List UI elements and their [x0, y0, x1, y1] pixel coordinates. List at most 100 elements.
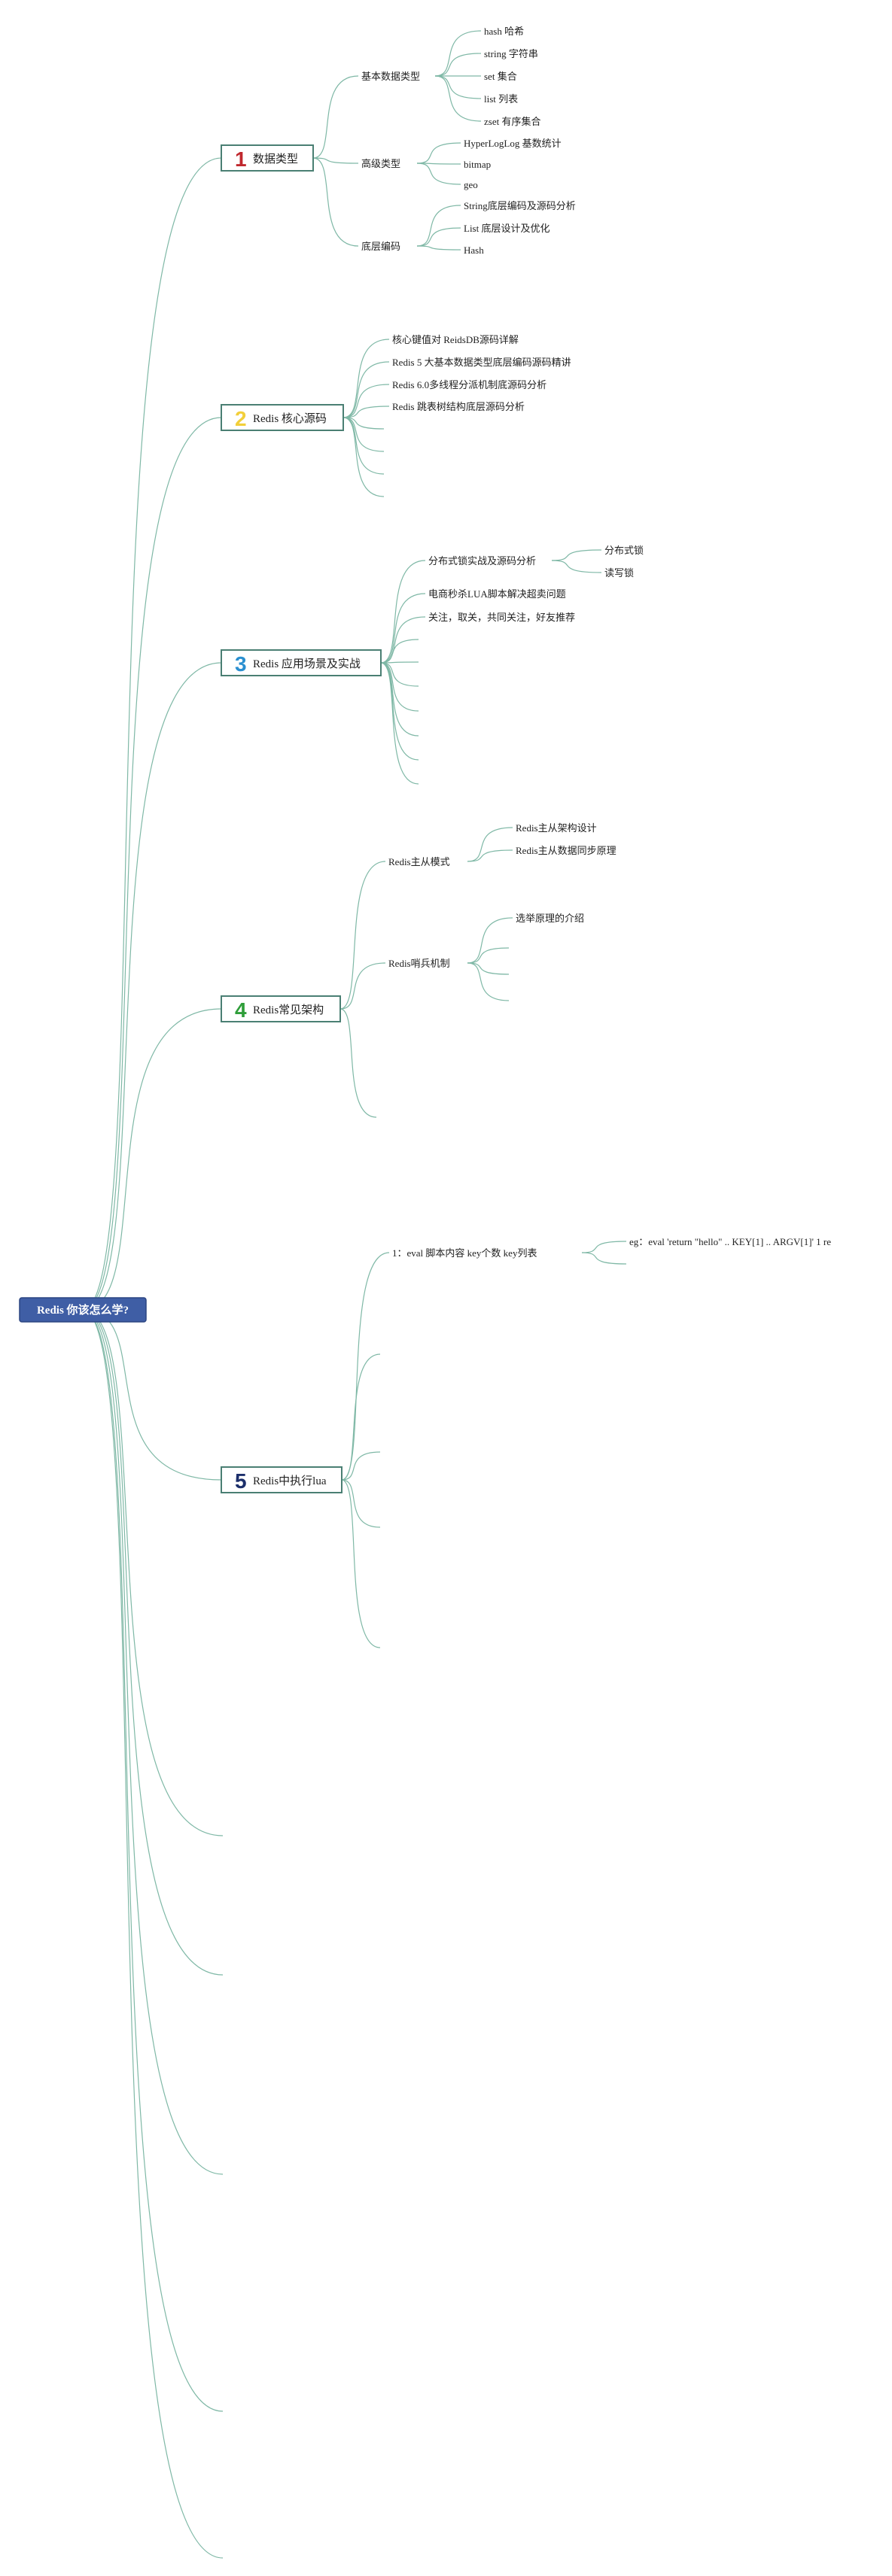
- connector-line-2: [82, 662, 222, 1311]
- connector-line-8: [82, 1309, 224, 2412]
- leaf-geo[interactable]: geo: [464, 179, 478, 190]
- connector-line-51: [467, 962, 510, 975]
- leaf-bitmap[interactable]: bitmap: [464, 159, 491, 170]
- connector-line-11: [312, 157, 359, 164]
- connector-line-0: [82, 157, 222, 1311]
- leaf-hyperloglog[interactable]: HyperLogLog 基数统计: [464, 138, 562, 149]
- connector-line-5: [82, 1309, 224, 1836]
- connector-line-39: [380, 662, 419, 737]
- topic-node-3[interactable]: 3 Redis 应用场景及实战: [221, 649, 382, 676]
- connector-line-58: [581, 1241, 627, 1253]
- leaf-follow[interactable]: 关注，取关，共同关注，好友推荐: [428, 612, 575, 623]
- topic-number-5: 5: [235, 1469, 247, 1493]
- connector-lines: [82, 30, 627, 2559]
- connector-line-53: [341, 1252, 390, 1481]
- leaf-hash-encoding[interactable]: Hash: [464, 245, 484, 256]
- connector-line-19: [416, 163, 461, 165]
- topic-number-2: 2: [235, 407, 247, 430]
- connector-line-57: [341, 1479, 381, 1648]
- connector-line-14: [434, 53, 482, 77]
- leaf-seckill-lua[interactable]: 电商秒杀LUA脚本解决超卖问题: [428, 588, 566, 600]
- topic-node-4[interactable]: 4 Redis常见架构: [221, 995, 341, 1022]
- connector-line-52: [467, 962, 510, 1001]
- connector-line-44: [339, 861, 386, 1010]
- connector-line-18: [416, 142, 461, 164]
- connector-line-22: [416, 227, 461, 247]
- connector-line-49: [467, 917, 513, 964]
- connector-line-41: [380, 662, 419, 785]
- leaf-ms-sync[interactable]: Redis主从数据同步原理: [516, 845, 616, 856]
- topic-label-5: Redis中执行lua: [253, 1475, 327, 1487]
- leaf-core-multithread[interactable]: Redis 6.0多线程分派机制底源码分析: [392, 379, 546, 390]
- connector-line-46: [339, 1008, 377, 1118]
- leaf-string-encoding[interactable]: String底层编码及源码分析: [464, 200, 576, 211]
- connector-line-43: [551, 560, 602, 573]
- topic-box-4: [221, 995, 341, 1022]
- connector-line-24: [342, 339, 390, 418]
- connector-line-37: [380, 662, 419, 687]
- connector-line-12: [312, 157, 359, 247]
- topic-number-1: 1: [235, 147, 247, 171]
- connector-line-56: [341, 1479, 381, 1528]
- topic-label-4: Redis常见架构: [253, 1004, 324, 1016]
- connector-line-42: [551, 549, 602, 561]
- leaf-zset[interactable]: zset 有序集合: [484, 116, 540, 127]
- group-label-master-slave[interactable]: Redis主从模式: [388, 856, 450, 867]
- root-node[interactable]: Redis 你该怎么学?: [19, 1297, 147, 1323]
- topic-node-2[interactable]: 2 Redis 核心源码: [221, 404, 344, 431]
- group-label-advanced-types[interactable]: 高级类型: [361, 158, 400, 169]
- topic-box-5: [221, 1466, 342, 1493]
- topic-box-1: [221, 144, 314, 172]
- leaf-set[interactable]: set 集合: [484, 71, 517, 82]
- topic-number-3: 3: [235, 652, 247, 676]
- topic-box-3: [221, 649, 382, 676]
- connector-line-33: [380, 593, 426, 664]
- connector-line-40: [380, 662, 419, 761]
- connector-line-23: [416, 245, 461, 251]
- connector-line-31: [342, 417, 385, 497]
- leaf-list-encoding[interactable]: List 底层设计及优化: [464, 223, 550, 234]
- connector-line-47: [467, 827, 513, 862]
- leaf-rw-lock[interactable]: 读写锁: [604, 567, 634, 579]
- connector-line-13: [434, 30, 482, 77]
- connector-line-16: [434, 75, 482, 99]
- connector-line-55: [341, 1451, 381, 1481]
- connector-line-45: [339, 962, 386, 1010]
- group-label-eval[interactable]: 1：eval 脚本内容 key个数 key列表: [392, 1247, 537, 1259]
- leaf-core-types[interactable]: Redis 5 大基本数据类型底层编码源码精讲: [392, 357, 571, 368]
- connector-line-35: [380, 639, 419, 664]
- leaf-ms-arch[interactable]: Redis主从架构设计: [516, 822, 597, 834]
- leaf-list[interactable]: list 列表: [484, 93, 518, 105]
- leaf-core-skiplist[interactable]: Redis 跳表树结构底层源码分析: [392, 401, 525, 412]
- connector-line-27: [342, 406, 390, 418]
- connector-line-21: [416, 205, 461, 247]
- connector-line-59: [581, 1252, 627, 1265]
- leaf-distributed-lock[interactable]: 分布式锁: [604, 545, 644, 556]
- leaf-core-kv[interactable]: 核心键值对 ReidsDB源码详解: [392, 334, 519, 345]
- topic-label-2: Redis 核心源码: [253, 412, 327, 425]
- topic-label-3: Redis 应用场景及实战: [253, 657, 361, 670]
- connector-line-32: [380, 560, 426, 664]
- connector-line-25: [342, 361, 390, 418]
- group-label-encoding[interactable]: 底层编码: [361, 241, 400, 252]
- connector-line-3: [82, 1008, 222, 1311]
- group-label-basic-types[interactable]: 基本数据类型: [361, 71, 420, 82]
- connector-line-36: [380, 661, 419, 664]
- topic-node-1[interactable]: 1 数据类型: [221, 144, 314, 172]
- topic-node-5[interactable]: 5 Redis中执行lua: [221, 1466, 342, 1493]
- connector-line-48: [467, 849, 513, 862]
- group-label-sentinel[interactable]: Redis哨兵机制: [388, 958, 450, 969]
- leaf-election[interactable]: 选举原理的介绍: [516, 913, 584, 924]
- connector-line-9: [82, 1309, 224, 2559]
- connector-line-28: [342, 417, 385, 430]
- leaf-hash[interactable]: hash 哈希: [484, 26, 524, 37]
- leaf-string[interactable]: string 字符串: [484, 48, 538, 59]
- group-label-distributed-lock[interactable]: 分布式锁实战及源码分析: [428, 555, 536, 567]
- connector-line-50: [467, 947, 510, 964]
- connector-line-54: [341, 1353, 381, 1481]
- connector-line-20: [416, 163, 461, 185]
- root-label: Redis 你该怎么学?: [37, 1303, 129, 1317]
- connector-line-6: [82, 1309, 224, 1976]
- leaf-eval-example[interactable]: eg：eval 'return "hello" .. KEY[1] .. ARG…: [629, 1236, 831, 1247]
